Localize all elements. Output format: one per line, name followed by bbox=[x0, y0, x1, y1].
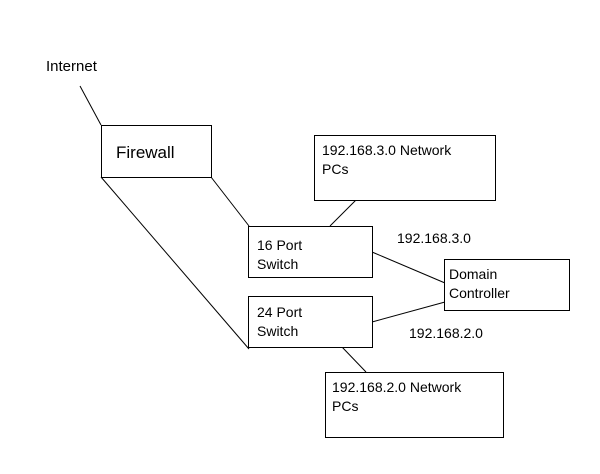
link-label-192-168-3: 192.168.3.0 bbox=[397, 230, 471, 246]
domain-controller-label: Domain Controller bbox=[449, 266, 510, 301]
internet-label: Internet bbox=[46, 58, 97, 75]
link-switch24-dc bbox=[371, 301, 446, 323]
network-192-168-3-pcs-node: 192.168.3.0 Network PCs bbox=[314, 135, 496, 201]
switch-24-port-label: 24 Port Switch bbox=[257, 304, 303, 339]
link-switch24-net2 bbox=[341, 346, 367, 373]
link-switch16-net3 bbox=[329, 199, 357, 227]
link-firewall-switch24 bbox=[100, 176, 250, 350]
firewall-node: Firewall bbox=[101, 125, 212, 178]
network-192-168-2-pcs-node: 192.168.2.0 Network PCs bbox=[325, 372, 504, 438]
firewall-label: Firewall bbox=[116, 143, 175, 162]
domain-controller-node: Domain Controller bbox=[444, 259, 570, 311]
link-label-192-168-2: 192.168.2.0 bbox=[409, 325, 483, 341]
switch-16-port-label: 16 Port Switch bbox=[257, 237, 303, 272]
network-192-168-2-pcs-label: 192.168.2.0 Network PCs bbox=[332, 379, 462, 414]
network-192-168-3-pcs-label: 192.168.3.0 Network PCs bbox=[322, 142, 452, 177]
link-internet-firewall bbox=[79, 85, 102, 126]
link-firewall-switch16 bbox=[210, 176, 250, 227]
switch-24-port-node: 24 Port Switch bbox=[248, 296, 373, 348]
link-switch16-dc bbox=[371, 251, 446, 284]
switch-16-port-node: 16 Port Switch bbox=[248, 226, 373, 278]
